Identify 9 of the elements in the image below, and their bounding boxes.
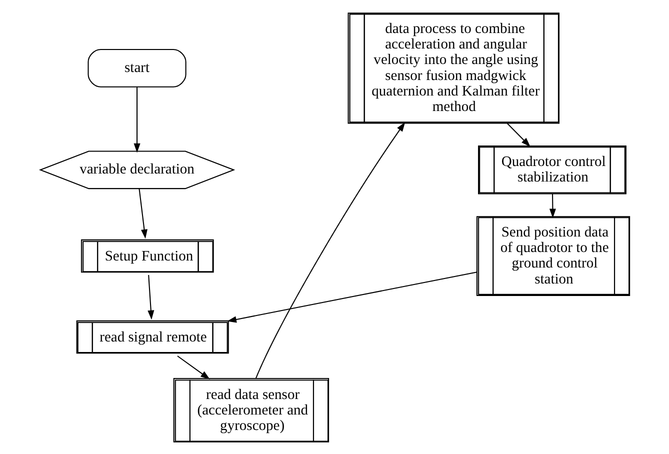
arrow <box>138 188 148 238</box>
arrow <box>548 193 556 218</box>
arrow <box>147 274 154 320</box>
node-box: start <box>87 48 186 87</box>
arrow <box>254 122 405 378</box>
arrow <box>176 355 210 379</box>
arrow <box>133 86 140 152</box>
arrow <box>226 271 477 322</box>
arrow <box>506 122 530 146</box>
